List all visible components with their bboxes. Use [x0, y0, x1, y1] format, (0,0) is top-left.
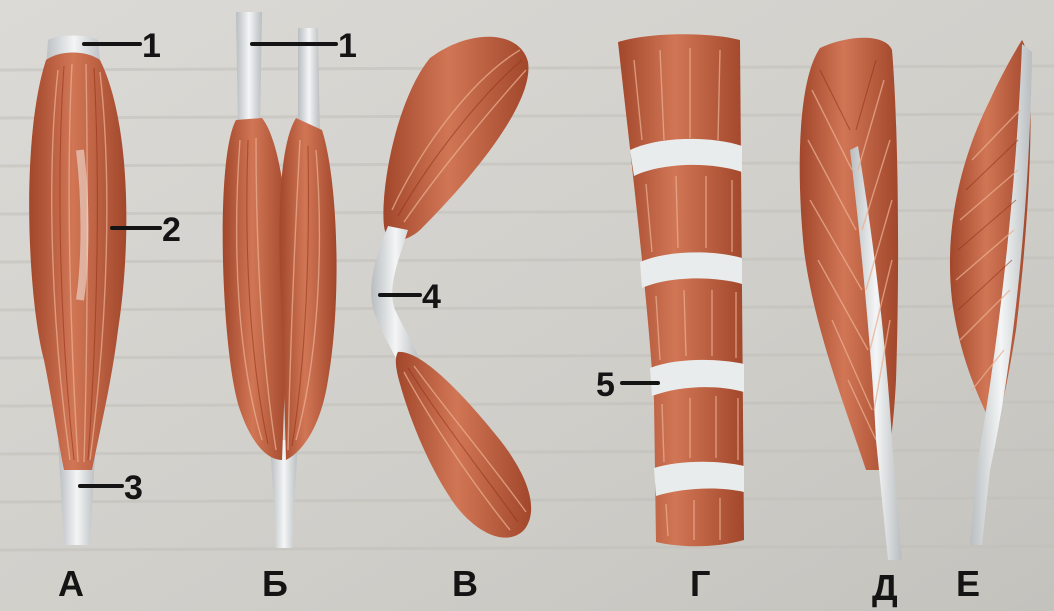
panel-letter-g: Г: [690, 563, 710, 604]
panel-letter-v: В: [452, 563, 478, 604]
callout-number: 5: [596, 366, 615, 404]
callout-number: 4: [422, 278, 441, 316]
panel-letter-e: Е: [956, 563, 980, 604]
callout-number: 2: [162, 211, 181, 249]
muscle-a-central-tendon: [80, 150, 85, 300]
callout-number: 3: [124, 469, 143, 507]
callout-number: 1: [338, 27, 357, 65]
callout-number: 1: [142, 27, 161, 65]
panel-letter-d: Д: [872, 567, 898, 608]
panel-letter-a: А: [58, 563, 84, 604]
panel-letter-b: Б: [262, 563, 288, 604]
muscle-b-tendon-left: [236, 12, 262, 130]
